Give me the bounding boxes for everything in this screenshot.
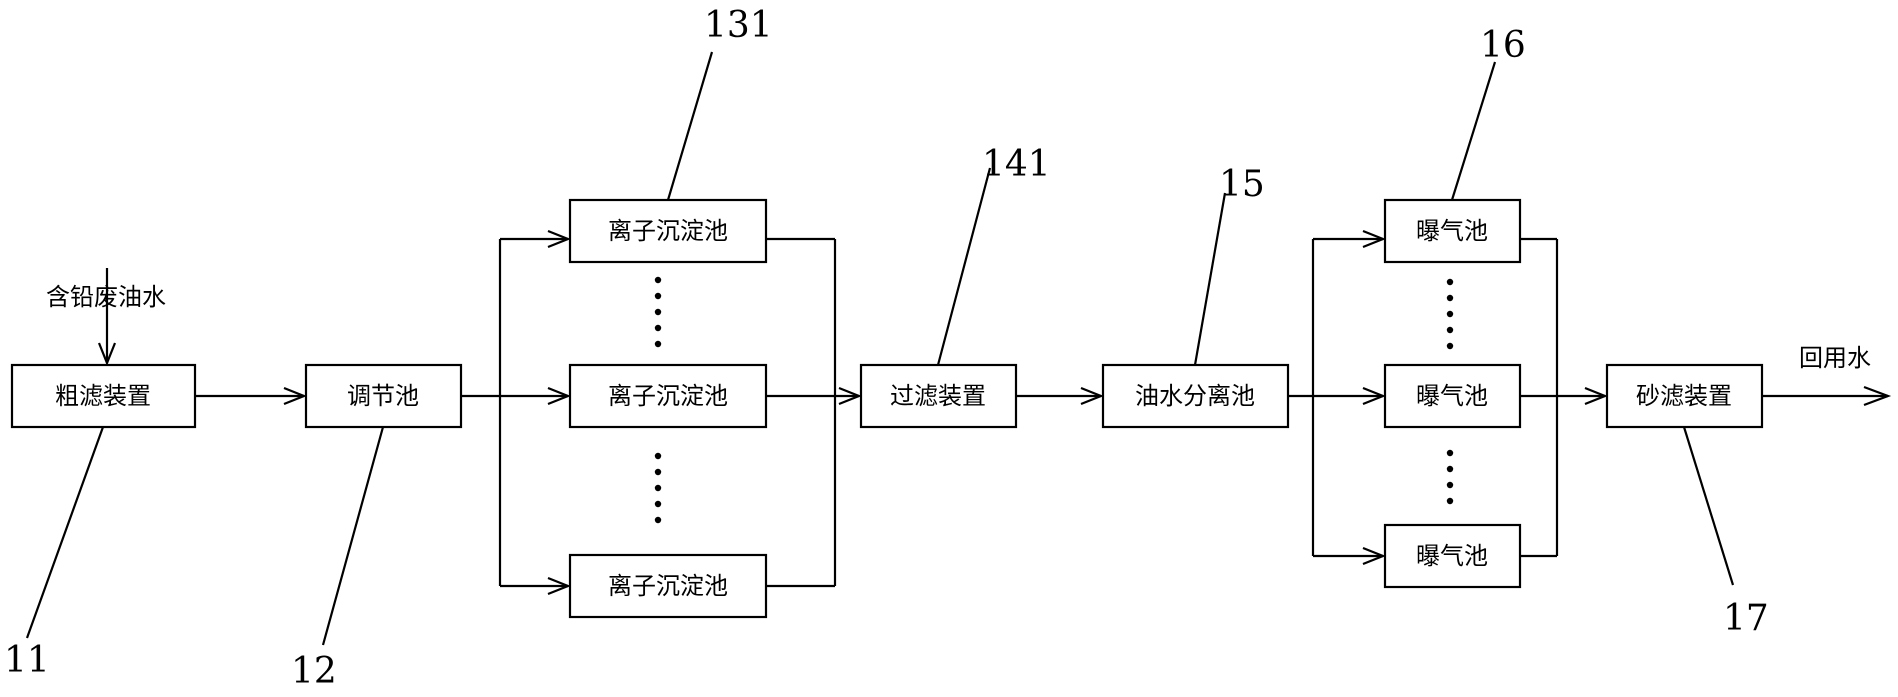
ref-131: 131: [704, 5, 773, 46]
leader-15: [1193, 192, 1227, 366]
output-label: 回用水: [1799, 344, 1871, 372]
oil-water-separator-box: [1101, 363, 1290, 429]
input-arrow: [97, 268, 117, 366]
aeration-bottom-box: [1383, 523, 1522, 589]
ion-tank-bottom-box: [568, 553, 768, 619]
aeration-ellipsis-lower: [1446, 449, 1454, 505]
ion-tank-top-label: 离子沉淀池: [608, 217, 728, 245]
input-label: 含铅废油水: [46, 283, 166, 311]
leader-11: [25, 426, 105, 639]
ion-tank-ellipsis-lower: [654, 452, 662, 524]
regulating-tank-box: [304, 363, 463, 429]
merge-to-sand-filter: [1520, 237, 1608, 558]
output-arrow: [1762, 385, 1892, 407]
arrow-coarse-to-regulating: [195, 386, 307, 406]
arrow-filter-to-separator: [1016, 386, 1104, 406]
ref-12: 12: [291, 651, 337, 692]
ref-17: 17: [1723, 598, 1769, 639]
leader-16: [1450, 61, 1497, 201]
aeration-top-box: [1383, 198, 1522, 264]
ion-tank-mid-label: 离子沉淀池: [608, 382, 728, 410]
leader-12: [321, 426, 385, 646]
branch-to-aeration-tanks: [1288, 229, 1386, 566]
aeration-bottom-label: 曝气池: [1416, 542, 1488, 570]
ref-15: 15: [1219, 164, 1265, 205]
regulating-tank-label: 调节池: [347, 382, 419, 410]
oil-water-separator-label: 油水分离池: [1135, 382, 1255, 410]
leader-141: [936, 167, 992, 366]
aeration-ellipsis-upper: [1446, 278, 1454, 350]
branch-to-ion-tanks: [461, 229, 571, 596]
merge-to-filter-device: [766, 237, 862, 588]
filter-device-label: 过滤装置: [890, 382, 986, 410]
ion-tank-ellipsis-upper: [654, 276, 662, 348]
coarse-filter-label: 粗滤装置: [55, 382, 151, 410]
coarse-filter-box: [10, 363, 197, 429]
aeration-mid-label: 曝气池: [1416, 382, 1488, 410]
ref-141: 141: [982, 144, 1051, 185]
sand-filter-label: 砂滤装置: [1636, 382, 1732, 410]
ion-tank-bottom-label: 离子沉淀池: [608, 572, 728, 600]
leader-17: [1682, 426, 1735, 586]
ref-16: 16: [1480, 25, 1526, 66]
aeration-top-label: 曝气池: [1416, 217, 1488, 245]
ref-11: 11: [4, 640, 50, 681]
leader-131: [666, 51, 714, 201]
